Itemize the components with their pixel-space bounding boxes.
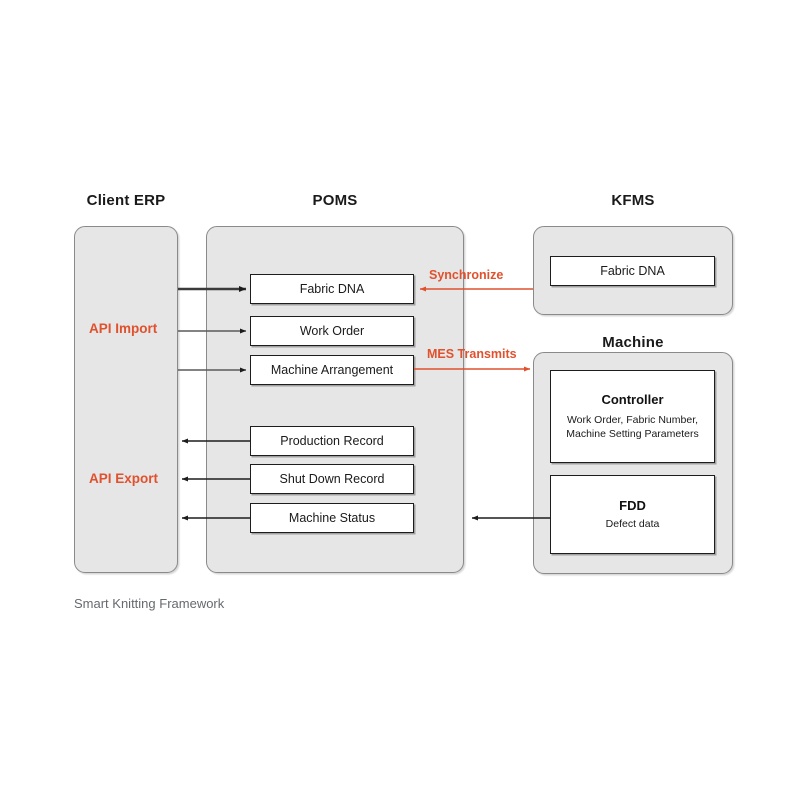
figure-caption: Smart Knitting Framework: [74, 596, 225, 611]
node-controller[interactable]: Controller Work Order, Fabric Number, Ma…: [550, 370, 715, 463]
flow-label-synchronize: Synchronize: [429, 268, 504, 282]
flow-label-mes-transmits: MES Transmits: [427, 347, 517, 361]
node-fdd[interactable]: FDD Defect data: [550, 475, 715, 554]
column-title-client-erp: Client ERP: [86, 192, 166, 209]
label-api-export: API Export: [89, 471, 159, 486]
node-subtitle: Work Order, Fabric Number, Machine Setti…: [566, 413, 699, 440]
node-label: Production Record: [280, 433, 384, 448]
client-erp-container: [74, 226, 178, 573]
node-label: Fabric DNA: [299, 281, 365, 296]
node-label: Shut Down Record: [279, 471, 385, 486]
label-api-import: API Import: [89, 321, 158, 336]
node-label: Fabric DNA: [600, 263, 665, 278]
node-machine-arrangement[interactable]: Machine Arrangement: [250, 355, 414, 385]
node-title: Controller: [601, 392, 664, 408]
column-title-kfms: KFMS: [611, 192, 655, 209]
node-fabric-dna-kfms[interactable]: Fabric DNA: [550, 256, 715, 286]
node-subtitle: Defect data: [605, 518, 660, 531]
node-machine-status[interactable]: Machine Status: [250, 503, 414, 533]
node-shut-down-record[interactable]: Shut Down Record: [250, 464, 414, 494]
node-production-record[interactable]: Production Record: [250, 426, 414, 456]
column-title-machine: Machine: [602, 334, 664, 351]
node-title: FDD: [619, 497, 646, 513]
node-label: Machine Status: [288, 510, 376, 525]
column-title-poms: POMS: [312, 192, 358, 209]
node-work-order[interactable]: Work Order: [250, 316, 414, 346]
node-fabric-dna-poms[interactable]: Fabric DNA: [250, 274, 414, 304]
node-label: Work Order: [299, 323, 365, 338]
node-label: Machine Arrangement: [270, 362, 394, 377]
